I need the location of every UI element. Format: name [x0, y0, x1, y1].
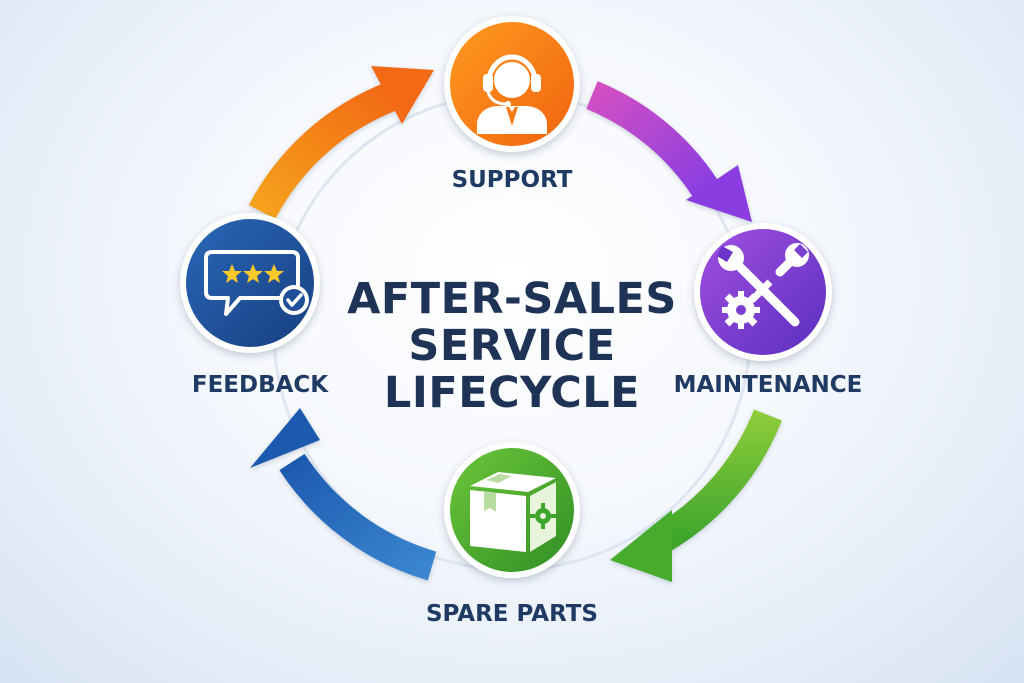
support-label: SUPPORT: [451, 167, 573, 193]
arrow-maintenance-to-spare-parts: [610, 409, 782, 582]
parts-box-icon: [470, 472, 556, 552]
spare-parts-node: [444, 442, 580, 578]
arrow-spare-parts-to-feedback: [250, 408, 437, 581]
diagram-title-line-3: LIFECYCLE: [383, 368, 641, 418]
feedback-label: FEEDBACK: [191, 372, 329, 398]
support-node: [444, 16, 580, 152]
maintenance-label: MAINTENANCE: [673, 372, 863, 398]
spare-parts-label: SPARE PARTS: [425, 601, 599, 627]
diagram-title-line-1: AFTER-SALES: [347, 274, 677, 324]
wrench-gear-icon: [717, 243, 809, 329]
headset-agent-icon: [477, 54, 547, 134]
feedback-node: [180, 213, 320, 353]
rating-feedback-icon: [204, 250, 309, 316]
maintenance-node: [694, 223, 832, 361]
diagram-title-line-2: SERVICE: [408, 321, 616, 371]
arrow-support-to-maintenance: [586, 81, 752, 222]
arrow-feedback-to-support: [248, 66, 434, 220]
